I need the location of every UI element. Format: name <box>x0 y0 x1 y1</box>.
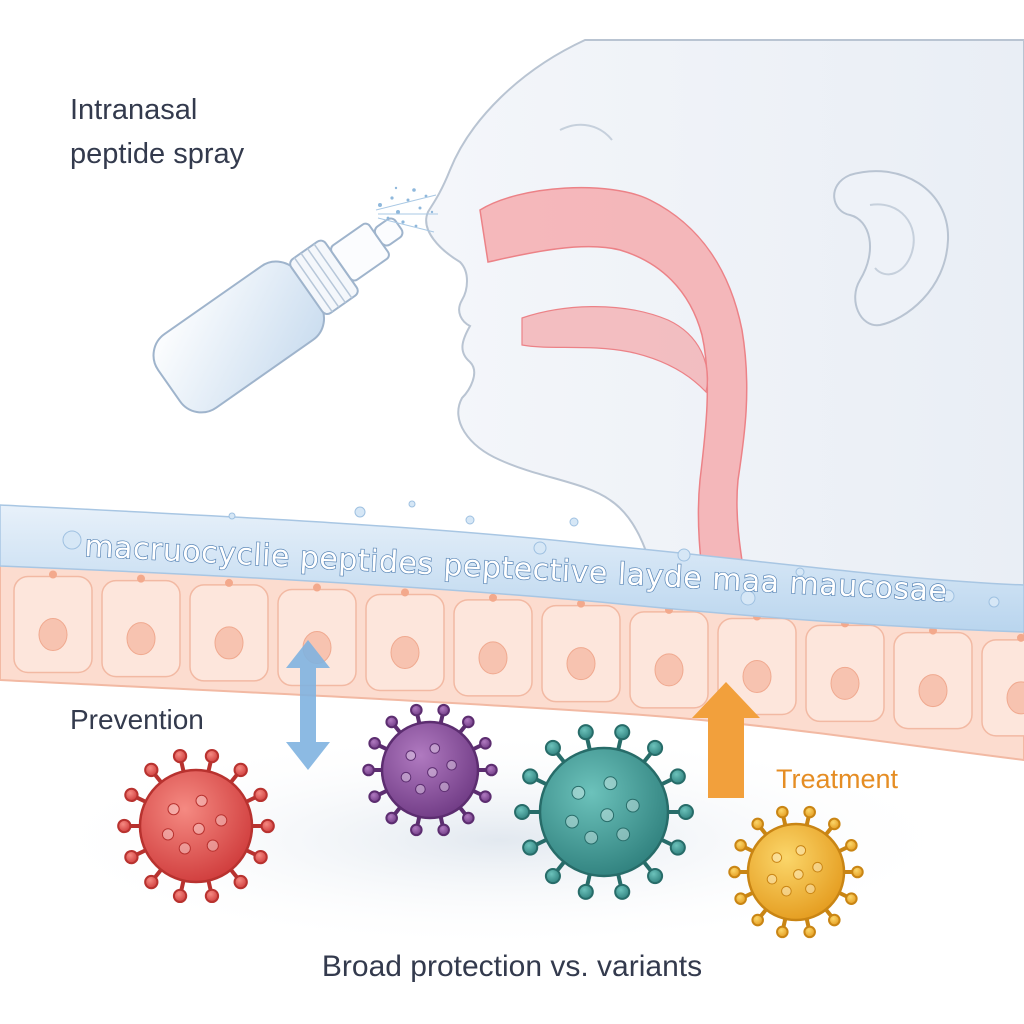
epithelial-cell <box>453 593 533 697</box>
treatment-arrow <box>692 682 760 798</box>
footer-caption: Broad protection vs. variants <box>321 950 703 983</box>
mucus-bubbles <box>62 500 1000 608</box>
epithelial-cell <box>629 605 709 709</box>
epithelial-cell <box>805 619 885 723</box>
epithelial-cell <box>717 612 797 716</box>
epithelial-cell <box>189 578 269 682</box>
mucus-layer <box>0 504 1024 633</box>
virus-group <box>117 703 864 939</box>
prevention-arrow <box>286 640 330 770</box>
title-line-2: peptide spray <box>70 138 245 170</box>
title: Intranasal peptide spray <box>70 88 244 176</box>
virus-teal <box>514 724 694 900</box>
title-line-1: Intranasal <box>70 94 198 126</box>
epithelial-cell <box>13 570 93 674</box>
spray-bottle <box>152 217 404 414</box>
epithelial-cell <box>365 588 445 692</box>
spray-mist <box>375 186 438 233</box>
virus-purple <box>362 703 498 837</box>
epithelial-cell <box>101 574 181 678</box>
virus-red <box>117 748 275 904</box>
treatment-label: Treatment <box>776 764 899 794</box>
epithelial-cell <box>541 599 621 703</box>
prevention-label: Prevention <box>70 704 204 735</box>
epithelial-cell <box>981 633 1024 737</box>
virus-yellow <box>728 805 864 939</box>
epithelial-cell <box>893 626 973 730</box>
epithelial-cell <box>277 583 357 687</box>
